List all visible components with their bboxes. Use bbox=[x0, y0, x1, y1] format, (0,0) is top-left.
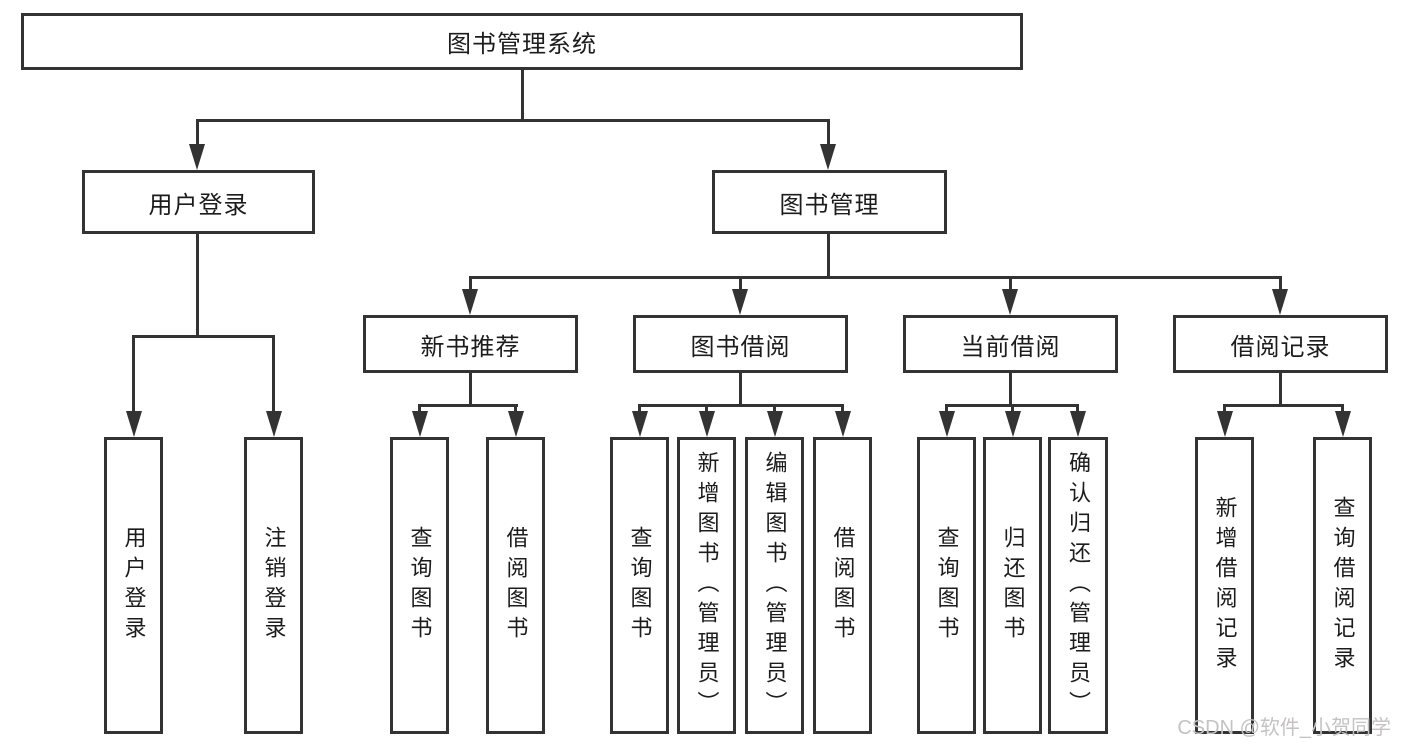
node-library-management-system: 图书管理系统 bbox=[21, 13, 1023, 70]
leaf-label: 新增借阅记录 bbox=[1212, 495, 1238, 676]
connector-line bbox=[1223, 404, 1226, 413]
node-label: 图书管理 bbox=[779, 191, 880, 219]
watermark: CSDN @软件_小贺同学 bbox=[1177, 717, 1391, 739]
leaf-label: 归还图书 bbox=[1000, 525, 1026, 646]
leaf-edit-book-admin: 编辑图书（管理员） bbox=[745, 437, 804, 734]
connector-bar bbox=[418, 404, 518, 407]
connector-line bbox=[1278, 276, 1282, 291]
arrow-down-icon bbox=[1334, 411, 1351, 437]
leaf-label: 查询图书 bbox=[627, 525, 653, 646]
leaf-confirm-return-admin: 确认归还（管理员） bbox=[1048, 437, 1108, 734]
connector-line bbox=[1278, 373, 1282, 407]
arrow-down-icon bbox=[125, 411, 142, 437]
connector-bar bbox=[468, 276, 1282, 279]
arrow-down-icon bbox=[507, 411, 524, 437]
connector-line bbox=[195, 119, 199, 146]
arrow-down-icon bbox=[834, 411, 851, 437]
connector-line bbox=[1076, 404, 1079, 413]
leaf-label: 编辑图书（管理员） bbox=[762, 450, 788, 721]
leaf-logout: 注销登录 bbox=[244, 437, 303, 734]
leaf-label: 注销登录 bbox=[261, 525, 287, 646]
arrow-down-icon bbox=[698, 411, 715, 437]
node-book-borrowing: 图书借阅 bbox=[633, 315, 848, 373]
arrow-down-icon bbox=[411, 411, 428, 437]
leaf-add-borrow-record: 新增借阅记录 bbox=[1195, 437, 1254, 734]
connector-line bbox=[841, 404, 844, 413]
leaf-label: 用户登录 bbox=[121, 525, 147, 646]
connector-line bbox=[514, 404, 517, 413]
leaf-borrow-books-borrowing: 借阅图书 bbox=[813, 437, 872, 734]
connector-line bbox=[468, 373, 472, 407]
connector-line bbox=[1008, 373, 1012, 407]
connector-line bbox=[195, 234, 199, 338]
leaf-query-books-borrowing: 查询图书 bbox=[610, 437, 669, 734]
node-label: 新书推荐 bbox=[420, 333, 521, 361]
leaf-label: 确认归还（管理员） bbox=[1066, 450, 1091, 721]
leaf-add-book-admin: 新增图书（管理员） bbox=[677, 437, 736, 734]
connector-line bbox=[773, 404, 776, 413]
node-new-book-recommend: 新书推荐 bbox=[363, 315, 578, 373]
connector-line bbox=[1341, 404, 1344, 413]
node-label: 图书管理系统 bbox=[447, 31, 597, 58]
node-label: 借阅记录 bbox=[1230, 333, 1331, 361]
connector-line bbox=[418, 404, 421, 413]
leaf-user-login: 用户登录 bbox=[104, 437, 163, 734]
connector-line bbox=[705, 404, 708, 413]
leaf-label: 借阅图书 bbox=[503, 525, 529, 646]
node-book-management: 图书管理 bbox=[712, 170, 947, 234]
connector-line bbox=[1011, 404, 1014, 413]
connector-line bbox=[738, 373, 742, 407]
connector-line bbox=[132, 335, 135, 413]
node-label: 当前借阅 bbox=[960, 333, 1061, 361]
arrow-down-icon bbox=[189, 144, 205, 170]
connector-root-bar bbox=[195, 119, 830, 122]
connector-bar bbox=[1223, 404, 1344, 407]
leaf-query-borrow-record: 查询借阅记录 bbox=[1313, 437, 1372, 734]
arrow-down-icon bbox=[1272, 289, 1288, 315]
node-current-borrowing: 当前借阅 bbox=[903, 315, 1118, 373]
connector-line bbox=[945, 404, 948, 413]
connector-line bbox=[826, 234, 830, 279]
arrow-down-icon bbox=[820, 144, 836, 170]
arrow-down-icon bbox=[1004, 411, 1021, 437]
connector-line bbox=[272, 335, 275, 413]
leaf-label: 查询图书 bbox=[934, 525, 960, 646]
leaf-label: 新增图书（管理员） bbox=[694, 450, 720, 721]
leaf-label: 借阅图书 bbox=[830, 525, 856, 646]
arrow-down-icon bbox=[938, 411, 955, 437]
node-label: 用户登录 bbox=[148, 191, 249, 219]
arrow-down-icon bbox=[462, 289, 478, 315]
node-borrow-records: 借阅记录 bbox=[1173, 315, 1388, 373]
arrow-down-icon bbox=[732, 289, 748, 315]
arrow-down-icon bbox=[265, 411, 282, 437]
connector-line bbox=[826, 119, 830, 146]
arrow-down-icon bbox=[1216, 411, 1233, 437]
leaf-query-books-current: 查询图书 bbox=[917, 437, 976, 734]
connector-line bbox=[738, 276, 742, 291]
connector-bar bbox=[132, 335, 275, 338]
leaf-label: 查询图书 bbox=[407, 525, 433, 646]
leaf-return-books: 归还图书 bbox=[983, 437, 1042, 734]
leaf-borrow-books-recommend: 借阅图书 bbox=[486, 437, 545, 734]
arrow-down-icon bbox=[766, 411, 783, 437]
connector-root-trunk bbox=[520, 70, 524, 121]
connector-line bbox=[638, 404, 641, 413]
arrow-down-icon bbox=[631, 411, 648, 437]
connector-line bbox=[468, 276, 472, 291]
node-user-login: 用户登录 bbox=[82, 170, 315, 234]
leaf-label: 查询借阅记录 bbox=[1330, 495, 1356, 676]
leaf-query-books-recommend: 查询图书 bbox=[390, 437, 449, 734]
arrow-down-icon bbox=[1069, 411, 1086, 437]
connector-bar bbox=[638, 404, 844, 407]
connector-line bbox=[1008, 276, 1012, 291]
arrow-down-icon bbox=[1002, 289, 1018, 315]
node-label: 图书借阅 bbox=[690, 333, 791, 361]
